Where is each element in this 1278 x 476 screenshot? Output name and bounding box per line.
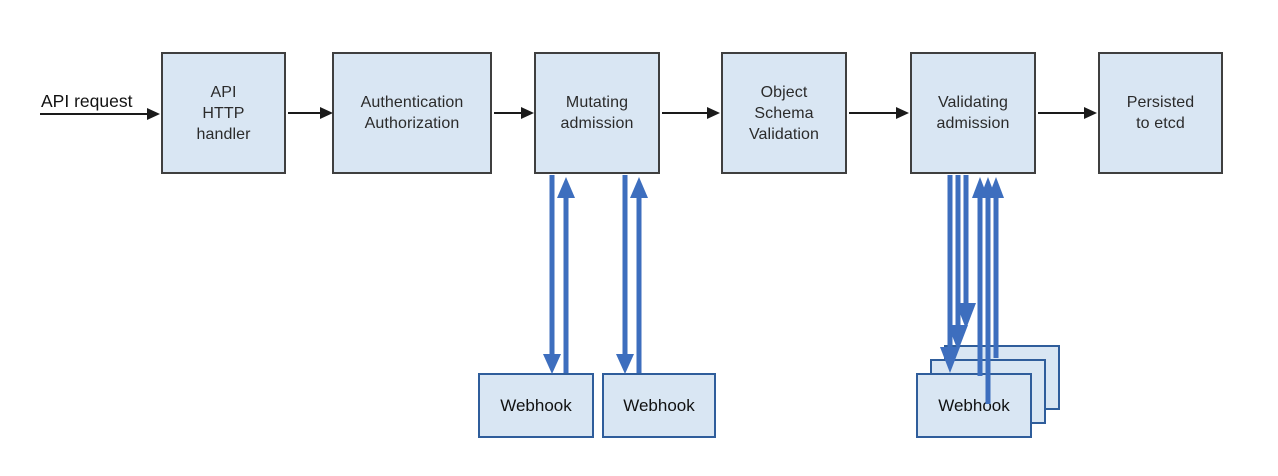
box-label-line: admission <box>560 115 634 132</box>
box-persisted-to-etcd-label: Persisted to etcd <box>1127 92 1195 134</box>
box-label-line: API <box>210 83 237 101</box>
box-label-line: Object <box>760 83 808 101</box>
flow-arrow-handler-to-auth <box>288 107 333 119</box>
webhook-up-arrow-mutating-1 <box>557 177 575 373</box>
box-authentication-authorization: Authentication Authorization <box>332 52 492 174</box>
api-request-label: API request <box>41 91 133 111</box>
webhook-down-arrow-validating-2 <box>948 175 968 351</box>
box-object-schema-validation: Object Schema Validation <box>721 52 847 174</box>
webhook-label: Webhook <box>623 395 695 415</box>
box-validating-admission: Validating admission <box>910 52 1036 174</box>
box-persisted-to-etcd: Persisted to etcd <box>1098 52 1223 174</box>
box-label-line: HTTP <box>202 104 245 122</box>
webhook-down-arrow-mutating-2 <box>616 175 634 374</box>
box-label-line: Validation <box>748 125 820 143</box>
webhook-up-arrow-mutating-2 <box>630 177 648 373</box>
box-mutating-admission-label: Mutating admission <box>561 92 634 134</box>
box-label-line: Schema <box>754 104 814 122</box>
flow-arrow-auth-to-mutating <box>494 107 534 119</box>
webhook-down-arrow-validating-1 <box>940 175 960 373</box>
webhook-box-validating-front: Webhook <box>916 373 1032 438</box>
webhook-down-arrow-validating-3 <box>956 175 976 329</box>
box-label-line: admission <box>936 115 1010 132</box>
webhook-box-mutating-1: Webhook <box>478 373 594 438</box>
box-api-http-handler-label: API HTTP handler <box>196 82 250 145</box>
webhook-down-arrow-mutating-1 <box>543 175 561 374</box>
flow-arrow-schema-to-validating <box>849 107 909 119</box>
webhook-label: Webhook <box>938 395 1010 415</box>
box-label-line: Mutating <box>565 94 629 111</box>
box-validating-admission-label: Validating admission <box>937 92 1010 134</box>
box-label-line: Persisted <box>1126 94 1195 111</box>
box-api-http-handler: API HTTP handler <box>161 52 286 174</box>
flow-arrow-validating-to-etcd <box>1038 107 1097 119</box>
box-object-schema-validation-label: Object Schema Validation <box>749 82 819 145</box>
box-label-line: handler <box>196 125 251 143</box>
box-label-line: Authentication <box>360 94 464 111</box>
webhook-up-arrow-validating-3 <box>988 177 1004 358</box>
box-authentication-authorization-label: Authentication Authorization <box>361 92 464 134</box>
webhook-box-mutating-2: Webhook <box>602 373 716 438</box>
box-label-line: to etcd <box>1136 115 1185 132</box>
webhook-label: Webhook <box>500 395 572 415</box>
box-mutating-admission: Mutating admission <box>534 52 660 174</box>
box-label-line: Authorization <box>364 115 460 132</box>
box-label-line: Validating <box>937 94 1009 111</box>
flow-arrow-mutating-to-schema <box>662 107 720 119</box>
